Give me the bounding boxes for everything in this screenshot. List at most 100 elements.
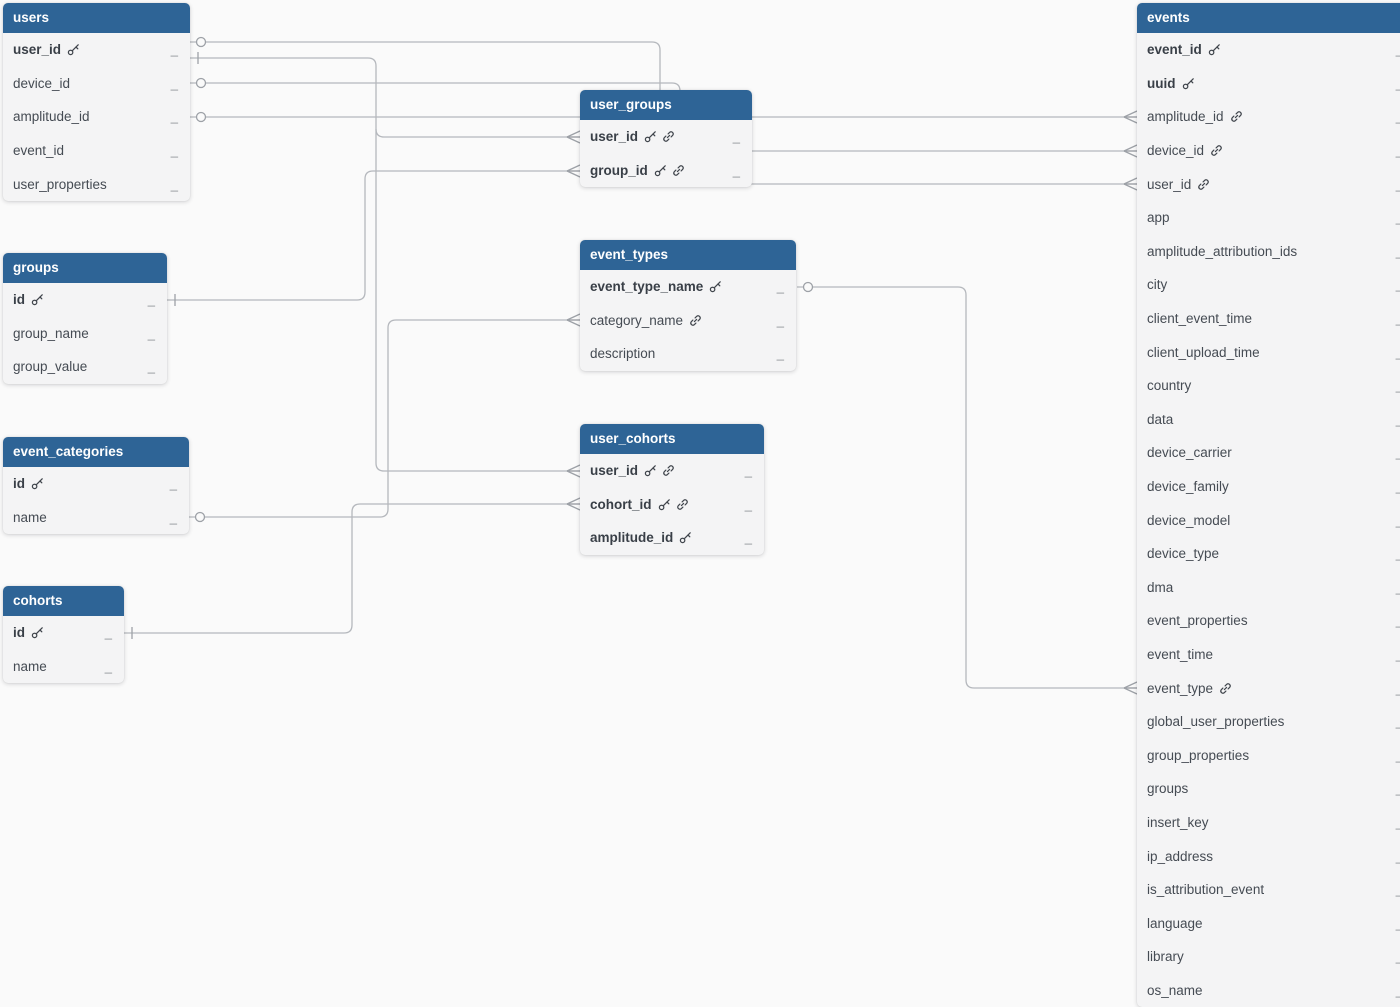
relationship-edge[interactable] <box>189 313 581 523</box>
column-row[interactable]: amplitude_id_ <box>1137 100 1400 134</box>
column-row[interactable]: country_ <box>1137 369 1400 403</box>
column-row[interactable]: library_ <box>1137 940 1400 974</box>
column-row[interactable]: user_id_ <box>580 454 764 488</box>
column-row[interactable]: user_id_ <box>3 33 190 67</box>
column-type-indicator: _ <box>170 143 178 159</box>
column-row[interactable]: groups_ <box>1137 772 1400 806</box>
table-header[interactable]: events <box>1137 3 1400 33</box>
column-row[interactable]: name_ <box>3 501 189 535</box>
column-type-indicator: _ <box>170 42 178 58</box>
column-name: group_id <box>590 162 648 178</box>
column-type-indicator: _ <box>1396 378 1400 393</box>
column-row[interactable]: dma_ <box>1137 571 1400 605</box>
column-row[interactable]: event_type_ <box>1137 671 1400 705</box>
column-row[interactable]: device_family_ <box>1137 470 1400 504</box>
column-row[interactable]: event_id_ <box>1137 33 1400 67</box>
table-body: event_type_name_category_name_descriptio… <box>580 270 796 371</box>
column-name: description <box>590 346 656 362</box>
column-row[interactable]: ip_address_ <box>1137 839 1400 873</box>
column-row[interactable]: amplitude_id_ <box>3 100 190 134</box>
column-row[interactable]: data_ <box>1137 403 1400 437</box>
column-name: device_model <box>1147 512 1231 528</box>
column-row[interactable]: device_id_ <box>3 67 190 101</box>
column-row[interactable]: user_id_ <box>580 120 752 154</box>
column-row[interactable]: amplitude_attribution_ids_ <box>1137 235 1400 269</box>
relationship-edge[interactable] <box>167 164 581 306</box>
table-cohorts[interactable]: cohorts id_name_ <box>3 586 124 684</box>
table-users[interactable]: users user_id_device_id_amplitude_id_even… <box>3 3 190 201</box>
column-row[interactable]: device_type_ <box>1137 537 1400 571</box>
column-name: id <box>13 292 25 308</box>
column-row[interactable]: insert_key_ <box>1137 806 1400 840</box>
column-row[interactable]: id_ <box>3 616 124 650</box>
column-row[interactable]: is_attribution_event_ <box>1137 873 1400 907</box>
column-name: group_value <box>13 359 88 375</box>
column-row[interactable]: user_id_ <box>1137 167 1400 201</box>
relationship-edge[interactable] <box>124 497 581 639</box>
column-row[interactable]: os_name_ <box>1137 974 1400 1007</box>
column-row[interactable]: app_ <box>1137 201 1400 235</box>
table-header[interactable]: event_categories <box>3 437 189 467</box>
relationship-edge[interactable] <box>375 128 581 144</box>
table-title: cohorts <box>13 593 63 608</box>
table-header[interactable]: user_groups <box>580 90 752 120</box>
column-row[interactable]: id_ <box>3 467 189 501</box>
column-row[interactable]: event_type_name_ <box>580 270 796 304</box>
column-name: user_id <box>590 129 639 145</box>
column-name: uuid <box>1147 75 1176 91</box>
column-row[interactable]: device_carrier_ <box>1137 436 1400 470</box>
table-header[interactable]: users <box>3 3 190 33</box>
column-row[interactable]: global_user_properties_ <box>1137 705 1400 739</box>
primary-key-icon <box>680 532 692 544</box>
table-events[interactable]: eventsevent_id_uuid_amplitude_id_device_… <box>1137 3 1400 1007</box>
table-header[interactable]: cohorts <box>3 586 124 616</box>
column-row[interactable]: group_value _ <box>3 350 167 384</box>
column-type-indicator: _ <box>1396 983 1400 998</box>
column-name: name <box>13 658 47 674</box>
table-header[interactable]: user_cohorts <box>580 424 764 454</box>
table-header[interactable]: event_types <box>580 240 796 270</box>
relationship-edge[interactable] <box>190 52 581 478</box>
column-row[interactable]: name_ <box>3 650 124 684</box>
foreign-key-icon <box>1230 111 1242 123</box>
table-title: users <box>13 10 50 25</box>
column-row[interactable]: id_ <box>3 283 167 317</box>
column-type-indicator: _ <box>1396 613 1400 628</box>
column-row[interactable]: description_ <box>580 337 796 371</box>
column-type-indicator: _ <box>147 359 155 375</box>
column-row[interactable]: client_upload_time_ <box>1137 335 1400 369</box>
column-row[interactable]: group_id_ <box>580 154 752 188</box>
column-row[interactable]: device_model_ <box>1137 503 1400 537</box>
column-row[interactable]: cohort_id_ <box>580 488 764 522</box>
column-name: amplitude_id <box>1147 109 1224 125</box>
table-header[interactable]: groups <box>3 253 167 283</box>
foreign-key-icon <box>1220 682 1231 694</box>
column-row[interactable]: event_id_ <box>3 134 190 168</box>
column-row[interactable]: group_properties_ <box>1137 738 1400 772</box>
column-name: app <box>1147 210 1170 226</box>
primary-key-icon <box>31 627 43 639</box>
column-row[interactable]: uuid_ <box>1137 67 1400 101</box>
column-row[interactable]: event_properties_ <box>1137 604 1400 638</box>
column-type-indicator: _ <box>170 75 178 91</box>
column-row[interactable]: city_ <box>1137 268 1400 302</box>
column-row[interactable]: category_name_ <box>580 304 796 338</box>
primary-key-icon <box>644 131 656 143</box>
primary-key-icon <box>644 465 656 477</box>
column-row[interactable]: group_name_ <box>3 317 167 351</box>
column-row[interactable]: event_time_ <box>1137 638 1400 672</box>
column-row[interactable]: client_event_time_ <box>1137 302 1400 336</box>
column-row[interactable]: language_ <box>1137 906 1400 940</box>
column-type-indicator: _ <box>744 496 752 512</box>
column-row[interactable]: amplitude_id_ <box>580 521 764 555</box>
column-name: is_attribution_event <box>1147 882 1265 898</box>
column-row[interactable]: user_properties_ <box>3 167 190 201</box>
relationship-edge[interactable] <box>797 281 1138 695</box>
column-row[interactable]: device_id_ <box>1137 134 1400 168</box>
